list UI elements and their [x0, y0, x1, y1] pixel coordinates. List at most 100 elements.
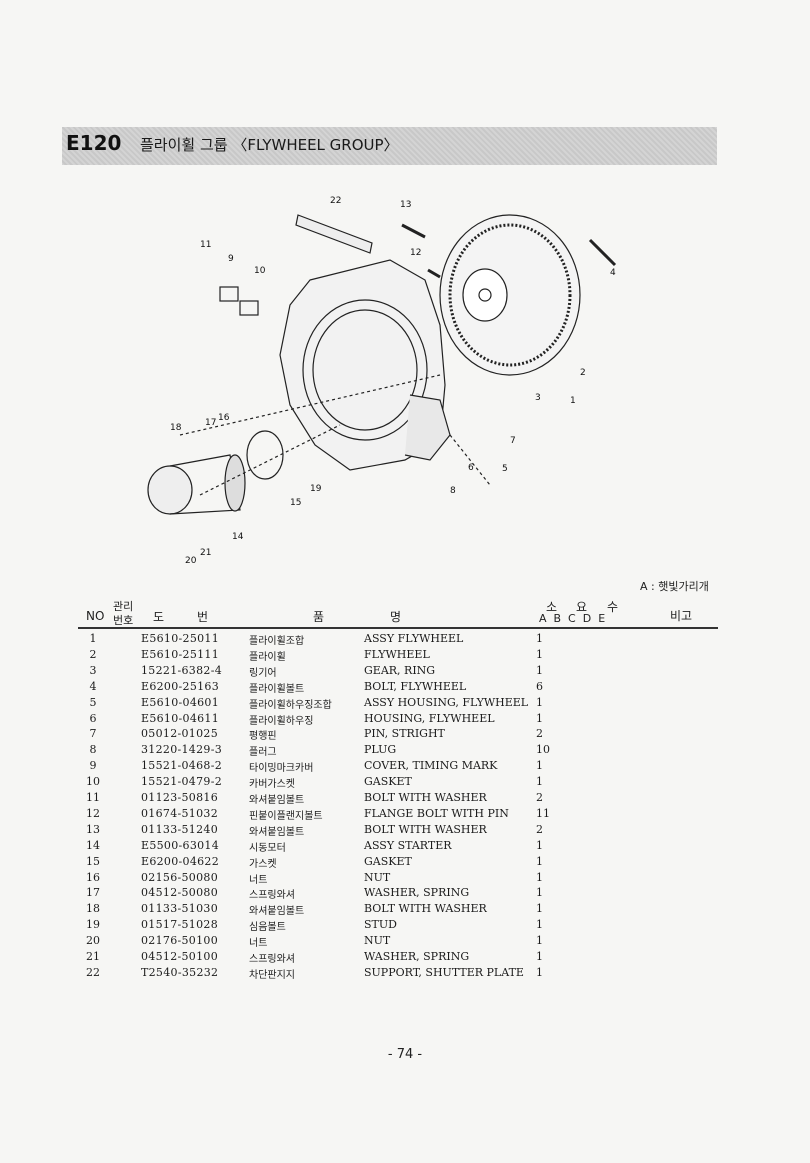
- korean-name-cell: 차단판지지: [249, 969, 295, 981]
- starter-motor: [147, 465, 193, 515]
- quantity-cell: 1: [536, 934, 543, 948]
- quantity-cell: 2: [536, 791, 543, 804]
- callout-7: 7: [510, 436, 516, 446]
- part-no-cell: 1: [89, 632, 97, 645]
- korean-name-cell: 타이밍마크카버: [249, 763, 314, 775]
- header-name-2: 명: [390, 610, 402, 624]
- part-no-cell: 14: [86, 838, 100, 852]
- part-no-cell: 21: [86, 950, 100, 963]
- korean-name-cell: 너트: [249, 938, 268, 950]
- part-no-cell: 17: [86, 886, 100, 900]
- korean-name-cell: 시동모터: [249, 842, 286, 854]
- shutter-plate-support: [295, 214, 373, 254]
- part-no-cell: 19: [86, 918, 100, 932]
- english-name-cell: GASKET: [364, 854, 412, 868]
- korean-name-cell: 스프링와셔: [249, 954, 295, 965]
- part-number-cell: E5610-04611: [141, 711, 220, 725]
- callout-15: 15: [290, 498, 301, 508]
- english-name-cell: FLANGE BOLT WITH PIN: [364, 806, 509, 820]
- flywheel: [439, 214, 581, 376]
- part-number-cell: E5610-25111: [141, 647, 220, 661]
- english-name-cell: BOLT WITH WASHER: [364, 791, 487, 804]
- header-name-1: 품: [313, 610, 325, 624]
- korean-name-cell: 와셔붙임볼트: [249, 795, 305, 806]
- header-drawing-1: 도: [153, 610, 165, 624]
- quantity-cell: 1: [536, 759, 543, 773]
- part-number-cell: 01517-51028: [141, 918, 219, 932]
- korean-name-cell: 플라이휠하우징조합: [249, 699, 332, 711]
- english-name-cell: WASHER, SPRING: [364, 886, 470, 900]
- callout-20: 20: [185, 556, 197, 566]
- callout-12: 12: [410, 248, 421, 258]
- quantity-cell: 1: [536, 902, 543, 916]
- timing-cover-gasket: [239, 300, 259, 316]
- quantity-cell: 10: [536, 743, 550, 757]
- callout-9: 9: [228, 254, 234, 264]
- quantity-cell: 1: [536, 886, 543, 900]
- quantity-cell: 1: [536, 663, 543, 677]
- part-number-cell: 02176-50100: [141, 934, 219, 948]
- callout-4: 4: [610, 268, 616, 278]
- part-no-cell: 13: [86, 822, 100, 836]
- callout-5: 5: [502, 464, 508, 474]
- english-name-cell: BOLT WITH WASHER: [364, 902, 487, 916]
- quantity-cell: 1: [536, 632, 543, 645]
- starter-gasket: [246, 430, 284, 480]
- english-name-cell: ASSY STARTER: [364, 838, 452, 852]
- quantity-cell: 1: [536, 695, 543, 709]
- korean-name-cell: 카버가스켓: [249, 779, 295, 791]
- part-no-cell: 3: [89, 663, 97, 677]
- flywheel-exploded-diagram: 22 13 12 11 9 10 4 2 3 1 7 6 5 8 18 17 1…: [147, 196, 617, 566]
- header-rule: [78, 627, 718, 629]
- part-no-cell: 15: [86, 854, 100, 868]
- callout-22: 22: [330, 196, 341, 206]
- page-number: - 74 -: [387, 1047, 423, 1062]
- part-number-cell: 01133-51240: [141, 822, 219, 836]
- ring-gear: [448, 223, 572, 367]
- quantity-cell: 2: [536, 822, 543, 836]
- part-no-cell: 9: [89, 759, 97, 773]
- callout-6: 6: [468, 463, 474, 473]
- part-no-cell: 7: [89, 727, 97, 741]
- part-no-cell: 5: [89, 695, 97, 709]
- part-number-cell: E5610-04601: [141, 695, 220, 709]
- korean-name-cell: 플라이휠: [249, 651, 286, 663]
- header-mgmt-bottom: 번호: [113, 614, 134, 627]
- callout-10: 10: [254, 266, 266, 276]
- legend-note: A : 햇빛가리개: [640, 580, 709, 593]
- quantity-cell: 1: [536, 965, 543, 979]
- english-name-cell: STUD: [364, 918, 397, 932]
- callout-3: 3: [535, 393, 541, 403]
- part-no-cell: 12: [86, 806, 100, 820]
- header-qty-3: 수: [607, 600, 619, 614]
- english-name-cell: BOLT, FLYWHEEL: [364, 679, 467, 693]
- part-no-cell: 16: [86, 870, 100, 884]
- english-name-cell: PLUG: [364, 743, 397, 757]
- callout-11: 11: [200, 240, 211, 250]
- part-no-cell: 8: [89, 743, 97, 757]
- part-no-cell: 4: [89, 679, 97, 693]
- quantity-cell: 2: [536, 727, 543, 741]
- english-name-cell: WASHER, SPRING: [364, 950, 470, 963]
- section-code: E120: [66, 131, 122, 155]
- korean-name-cell: 가스켓: [249, 858, 277, 870]
- part-no-cell: 18: [86, 902, 100, 916]
- korean-name-cell: 플라이휠볼트: [249, 683, 305, 695]
- part-number-cell: 05012-01025: [141, 727, 219, 741]
- part-number-cell: 01133-51030: [141, 902, 219, 916]
- quantity-cell: 1: [536, 838, 543, 852]
- korean-name-cell: 플라이휠하우징: [249, 715, 314, 727]
